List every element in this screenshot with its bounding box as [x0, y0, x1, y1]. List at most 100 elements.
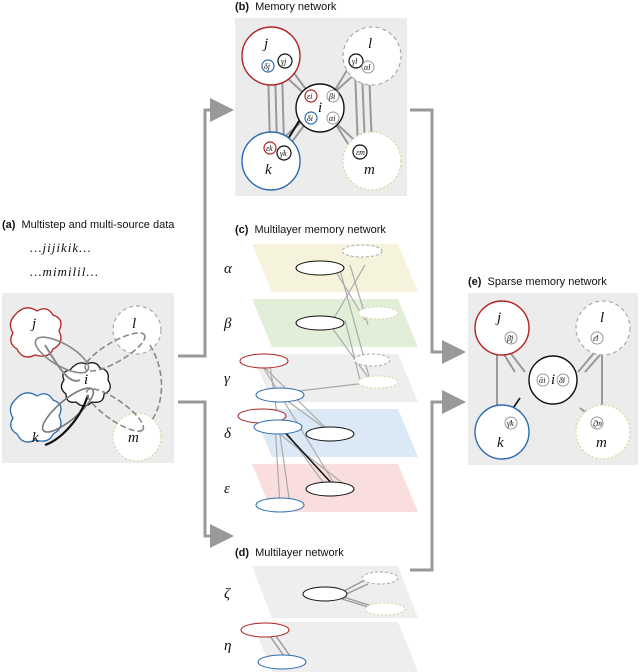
layer-delta-label: δ	[224, 426, 232, 442]
memory-beta-i-label: βi	[328, 92, 335, 101]
node-m-circle	[342, 131, 402, 191]
memory-epsilon-i	[304, 89, 318, 103]
memory-epsilon-i-label: εi	[307, 92, 312, 101]
panel-e: (e) Sparse memory network β̄j ε̄l ᾱi δ̄i…	[468, 276, 638, 465]
layer-beta-label: β	[223, 316, 232, 332]
layer-alpha-label: α	[224, 261, 233, 277]
loop-i-m	[85, 388, 145, 432]
zeta-node-i	[302, 586, 348, 602]
memory-epsilon-k	[263, 141, 277, 155]
arrow-a-to-d	[178, 400, 234, 548]
sequence-1: …jijikik…	[30, 240, 92, 255]
sparse-memory-alpha-i	[536, 373, 550, 387]
node-i-blob	[60, 362, 111, 407]
sparse-node-j	[474, 300, 530, 356]
node-m-label-b: m	[364, 162, 375, 178]
memory-epsilon-m-label: εm	[356, 148, 365, 157]
layer-gamma-label: γ	[224, 371, 231, 387]
panel-b: (b) Memory network γj δj γl	[235, 1, 407, 196]
memory-beta-i	[326, 89, 340, 103]
panel-b-title: (b) Memory network	[235, 1, 337, 13]
delta-node-i	[305, 426, 355, 442]
trajectory-j-i	[44, 344, 81, 382]
memory-delta-j	[261, 59, 275, 73]
panel-e-title: (e) Sparse memory network	[468, 276, 607, 288]
layer-epsilon-label: ε	[224, 481, 230, 497]
sparse-memory-eps-l	[590, 331, 604, 345]
sparse-delta-i-label: δ̄i	[559, 376, 565, 385]
node-i-label: i	[84, 372, 88, 388]
node-j-blob	[9, 307, 62, 358]
sparse-memory-zeta-m	[590, 416, 604, 430]
sparse-beta-j-label: β̄j	[506, 334, 514, 343]
sparse-node-m-label: m	[596, 435, 607, 451]
alpha-node-i	[295, 260, 345, 276]
node-l-label: l	[132, 316, 136, 332]
arrow-d-to-e	[410, 390, 466, 572]
node-l-label-b: l	[368, 36, 372, 52]
zeta-node-m	[364, 602, 406, 616]
node-j-label: j	[30, 316, 36, 332]
memory-delta-j-label: δj	[264, 62, 271, 71]
node-m-blob	[112, 412, 162, 462]
sparse-node-i-label: i	[551, 372, 555, 388]
memory-gamma-l-label: γl	[352, 57, 358, 66]
sparse-node-l	[575, 300, 631, 356]
node-l-blob	[112, 305, 162, 355]
panel-a: (a) Multistep and multi-source data …jij…	[2, 219, 175, 463]
loop-j-i	[34, 336, 90, 374]
memory-delta-i	[304, 111, 318, 125]
node-k-circle	[241, 131, 301, 191]
sparse-memory-gamma-k	[504, 416, 518, 430]
node-j-label-b: j	[262, 36, 268, 52]
layer-eta-links	[269, 635, 291, 657]
node-k-label: k	[32, 430, 39, 446]
highlight-link-c	[277, 424, 336, 488]
node-k-label-b: k	[265, 162, 272, 178]
node-m-label: m	[128, 430, 139, 446]
loop-i-l	[84, 332, 146, 372]
gamma-node-l	[353, 353, 391, 367]
sparse-gamma-k-label: γ̄k	[507, 419, 514, 428]
memory-gamma-j-label: γj	[281, 57, 287, 66]
sparse-node-i	[528, 355, 578, 405]
layer-zeta-label: ζ	[224, 586, 231, 602]
node-l-circle	[342, 26, 402, 86]
node-j-circle	[241, 26, 301, 86]
trajectory-l-m	[149, 344, 163, 421]
node-i-label-b: i	[318, 100, 322, 116]
sparse-node-k-label: k	[497, 435, 504, 451]
sequence-2: …mimilil…	[30, 264, 99, 279]
epsilon-node-k	[255, 497, 305, 513]
arrow-a-to-b	[178, 98, 234, 358]
gamma-node-m	[357, 375, 399, 389]
memory-alpha-l	[361, 60, 375, 74]
epsilon-node-i	[305, 481, 355, 497]
panel-c: (c) Multilayer memory network α	[223, 224, 418, 513]
gamma-node-k	[255, 387, 305, 403]
sparse-node-m	[575, 404, 631, 460]
sparse-memory-beta-j	[504, 331, 518, 345]
memory-gamma-l	[348, 53, 364, 69]
zeta-node-l	[361, 571, 399, 585]
panel-a-title: (a) Multistep and multi-source data	[2, 219, 175, 231]
eta-node-j	[240, 622, 290, 638]
memory-alpha-l-label: αl	[364, 63, 371, 72]
loop-i-k	[41, 387, 95, 433]
delta-node-k	[253, 419, 303, 435]
layer-eta-label: η	[224, 638, 231, 654]
sparse-alpha-i-label: ᾱi	[539, 376, 545, 385]
sparse-eps-l-label: ε̄l	[593, 334, 599, 343]
panel-d: (d) Multilayer network ζ η	[224, 547, 418, 672]
sparse-memory-delta-i	[556, 373, 570, 387]
beta-node-i	[295, 315, 345, 331]
memory-alpha-i	[326, 111, 340, 125]
panel-c-title: (c) Multilayer memory network	[235, 224, 386, 236]
memory-gamma-k-label: γk	[280, 149, 287, 158]
sparse-node-l-label: l	[600, 310, 604, 326]
trajectory-i-k	[44, 394, 90, 447]
gamma-node-j	[239, 353, 289, 369]
memory-delta-i-label: δi	[307, 114, 313, 123]
memory-epsilon-m	[352, 144, 368, 160]
memory-alpha-i-label: αi	[329, 114, 335, 123]
